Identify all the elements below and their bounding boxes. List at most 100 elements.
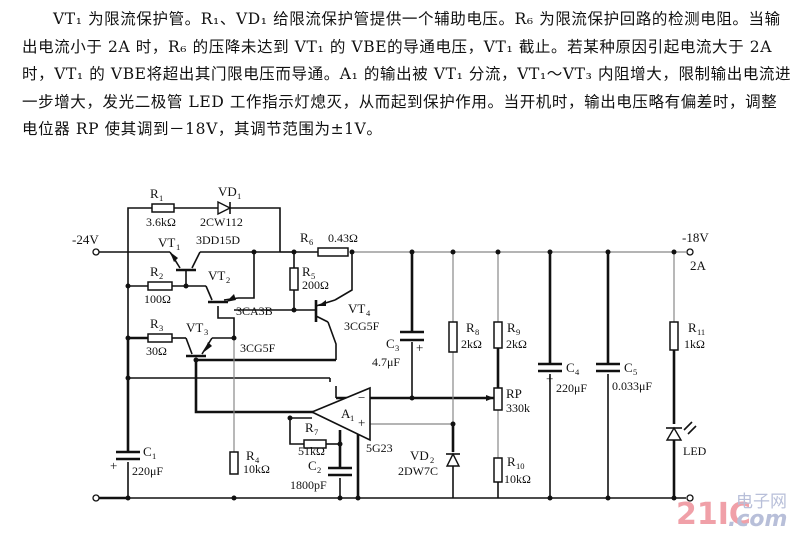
svg-text:4.7μF: 4.7μF <box>372 355 400 369</box>
svg-text:+: + <box>110 458 117 473</box>
svg-text:4: 4 <box>366 308 371 318</box>
svg-text:VD: VD <box>410 448 429 463</box>
svg-text:R: R <box>150 186 159 201</box>
svg-text:R: R <box>466 320 475 335</box>
svg-text:1800pF: 1800pF <box>290 478 327 492</box>
svg-text:3CG5F: 3CG5F <box>344 319 380 333</box>
description-text: VT₁ 为限流保护管。R₁、VD₁ 给限流保护管提供一个辅助电压。R₆ 为限流保… <box>22 10 792 138</box>
svg-text:LED: LED <box>683 444 707 458</box>
svg-text:2kΩ: 2kΩ <box>461 337 482 351</box>
svg-text:3: 3 <box>159 323 163 333</box>
svg-text:1: 1 <box>237 191 241 201</box>
svg-text:5G23: 5G23 <box>366 441 393 455</box>
svg-text:2: 2 <box>226 275 230 285</box>
wires <box>98 207 686 500</box>
svg-text:电子网: 电子网 <box>736 492 787 512</box>
svg-text:3CG5F: 3CG5F <box>240 341 276 355</box>
svg-text:8: 8 <box>475 327 479 337</box>
svg-text:9: 9 <box>516 327 520 337</box>
junction-dots <box>125 249 677 501</box>
output-voltage-label: -18V <box>682 230 709 245</box>
svg-text:6: 6 <box>309 237 313 247</box>
svg-text:5: 5 <box>633 367 637 377</box>
svg-text:1: 1 <box>159 193 163 203</box>
svg-text:R: R <box>688 320 697 335</box>
svg-text:2DW7C: 2DW7C <box>398 464 438 478</box>
svg-text:51kΩ: 51kΩ <box>298 444 325 458</box>
svg-text:A: A <box>341 406 351 421</box>
svg-text:.com: .com <box>728 507 787 532</box>
svg-text:R: R <box>150 264 159 279</box>
svg-text:R: R <box>150 316 159 331</box>
svg-text:1: 1 <box>350 413 354 423</box>
svg-text:3CA3B: 3CA3B <box>236 304 273 318</box>
svg-text:10: 10 <box>516 461 525 471</box>
svg-text:2: 2 <box>317 465 321 475</box>
svg-text:C: C <box>308 458 317 473</box>
svg-text:10kΩ: 10kΩ <box>243 462 270 476</box>
input-terminal: -24V <box>72 232 100 502</box>
svg-text:200Ω: 200Ω <box>302 278 329 292</box>
svg-text:1: 1 <box>152 451 156 461</box>
svg-text:VD: VD <box>218 184 237 199</box>
svg-text:C: C <box>386 336 395 351</box>
output-terminal: -18V 2A <box>682 230 709 502</box>
svg-text:10kΩ: 10kΩ <box>504 472 531 486</box>
svg-text:330k: 330k <box>506 401 530 415</box>
svg-text:+: + <box>416 340 423 355</box>
svg-text:0.033μF: 0.033μF <box>612 379 652 393</box>
svg-text:R: R <box>507 454 516 469</box>
svg-text:VT: VT <box>186 320 203 335</box>
svg-text:2: 2 <box>430 455 434 465</box>
svg-text:1: 1 <box>176 242 180 252</box>
svg-text:3.6kΩ: 3.6kΩ <box>146 215 176 229</box>
description-paragraph: VT₁ 为限流保护管。R₁、VD₁ 给限流保护管提供一个辅助电压。R₆ 为限流保… <box>22 6 792 144</box>
svg-text:R: R <box>246 448 255 463</box>
svg-text:3: 3 <box>204 327 208 337</box>
svg-text:R: R <box>305 420 314 435</box>
svg-text:+: + <box>546 371 553 386</box>
svg-text:11: 11 <box>697 327 705 337</box>
svg-text:0.43Ω: 0.43Ω <box>328 231 358 245</box>
svg-text:VT: VT <box>208 268 225 283</box>
svg-text:2kΩ: 2kΩ <box>506 337 527 351</box>
svg-text:VT: VT <box>158 235 175 250</box>
svg-text:30Ω: 30Ω <box>146 344 167 358</box>
svg-text:R: R <box>302 264 311 279</box>
watermark-logo: 21IC 电子网 .com <box>676 492 787 532</box>
potentiometer-rp: RP 330k <box>486 386 530 415</box>
svg-text:C: C <box>624 360 633 375</box>
svg-text:RP: RP <box>506 386 522 401</box>
svg-text:21IC: 21IC <box>676 497 751 532</box>
svg-text:VT: VT <box>348 301 365 316</box>
svg-text:R: R <box>300 230 309 245</box>
svg-text:1kΩ: 1kΩ <box>684 337 705 351</box>
svg-text:220μF: 220μF <box>132 464 163 478</box>
led-indicator: LED <box>665 421 707 458</box>
svg-text:−: − <box>358 390 365 405</box>
svg-text:4: 4 <box>575 367 580 377</box>
svg-text:7: 7 <box>314 427 318 437</box>
